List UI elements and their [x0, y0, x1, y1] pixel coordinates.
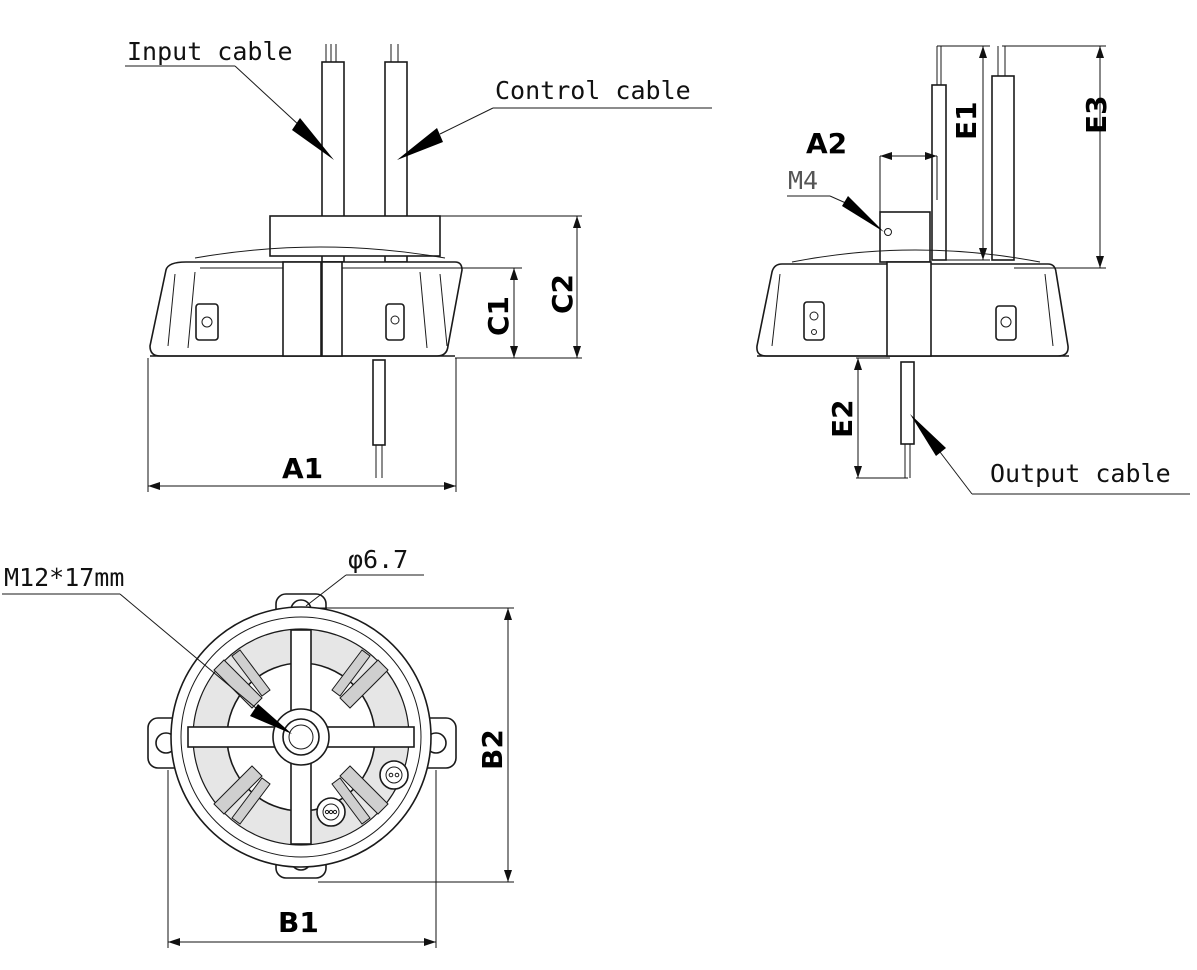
input-cable-leader	[125, 65, 334, 160]
dim-c1-label: C1	[482, 296, 515, 336]
dim-a1-label: A1	[282, 452, 323, 485]
side-cable-1	[931, 84, 947, 261]
dim-b1	[167, 770, 437, 948]
front-top-cap	[269, 215, 441, 257]
dim-a2-label: A2	[806, 127, 847, 160]
m4-label: M4	[788, 166, 818, 195]
dim-b2-label: B2	[476, 729, 509, 770]
input-cable-drawing	[321, 44, 345, 263]
dim-e2-label: E2	[826, 399, 859, 438]
front-view	[149, 44, 463, 478]
side-tab-left	[803, 301, 825, 341]
radial-fins	[213, 649, 389, 825]
port-plug-1	[379, 760, 409, 790]
side-tab-right	[995, 305, 1017, 341]
dim-a1	[147, 358, 457, 492]
m12-leader	[2, 593, 292, 734]
dim-b2	[318, 607, 514, 883]
dim-c1	[430, 267, 582, 359]
output-cable-label: Output cable	[990, 459, 1171, 488]
dim-c2-label: C2	[546, 274, 579, 314]
side-center-post	[879, 211, 931, 263]
control-cable-leader	[397, 107, 712, 160]
front-tab-right	[385, 303, 405, 341]
dim-e3	[1002, 45, 1106, 269]
port-plug-2	[316, 797, 346, 827]
front-output-cable	[372, 359, 386, 478]
side-view	[756, 46, 1069, 478]
dim-a2	[879, 152, 938, 212]
dim-b1-label: B1	[278, 906, 319, 939]
phi-leader	[305, 574, 424, 607]
side-output-cable	[900, 361, 915, 445]
dim-e1-label: E1	[950, 101, 983, 140]
dim-c2	[440, 215, 582, 358]
m12-label: M12*17mm	[4, 563, 124, 592]
dim-e1	[937, 45, 990, 261]
front-tab-left	[195, 303, 219, 341]
m4-leader	[787, 195, 884, 232]
front-fins	[167, 261, 448, 357]
control-cable-label: Control cable	[495, 76, 691, 105]
dim-e2	[854, 357, 908, 479]
input-cable-label: Input cable	[127, 37, 293, 66]
side-cable-2	[991, 75, 1015, 261]
output-cable-leader	[910, 414, 1190, 495]
bottom-view	[147, 593, 457, 879]
phi-label: φ6.7	[348, 545, 408, 574]
dim-e3-label: E3	[1080, 95, 1113, 134]
